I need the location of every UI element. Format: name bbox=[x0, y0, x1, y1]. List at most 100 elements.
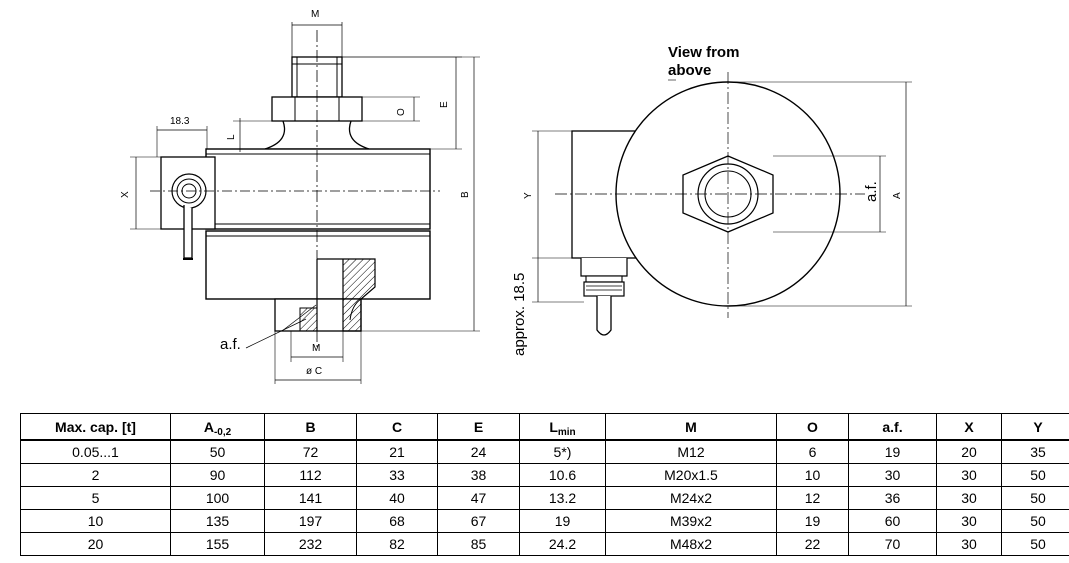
table-cell: 19 bbox=[519, 509, 606, 533]
dim-18-3-label: 18.3 bbox=[170, 116, 190, 127]
table-cell: 50 bbox=[1001, 486, 1069, 510]
table-cell: 60 bbox=[848, 509, 937, 533]
technical-drawing bbox=[130, 22, 912, 384]
dim-e-label: E bbox=[439, 101, 450, 108]
column-header: X bbox=[936, 413, 1002, 441]
dim-l-label: L bbox=[226, 134, 237, 140]
table-cell: M20x1.5 bbox=[605, 463, 777, 487]
view-title-line1: View from bbox=[668, 44, 740, 61]
dim-x-label: X bbox=[120, 191, 131, 198]
table-cell: 155 bbox=[170, 532, 265, 556]
table-cell: 36 bbox=[848, 486, 937, 510]
table-cell: 82 bbox=[356, 532, 438, 556]
column-header-label: L bbox=[549, 418, 558, 435]
column-header-label: A bbox=[203, 418, 214, 435]
table-cell: 12 bbox=[776, 486, 849, 510]
table-cell: 30 bbox=[936, 509, 1002, 533]
column-header-label: Y bbox=[1033, 418, 1043, 435]
table-cell: 33 bbox=[356, 463, 438, 487]
dim-m-top-label: M bbox=[311, 9, 320, 20]
table-cell: 232 bbox=[264, 532, 357, 556]
top-view bbox=[532, 72, 912, 336]
approx-18-5-label: approx. 18.5 bbox=[511, 272, 528, 356]
view-title-line2: above bbox=[668, 62, 712, 79]
dim-b-label: B bbox=[460, 191, 471, 198]
table-cell: M12 bbox=[605, 439, 777, 464]
table-cell: 24 bbox=[437, 439, 520, 464]
table-cell: 30 bbox=[848, 463, 937, 487]
column-header-label: a.f. bbox=[882, 418, 903, 435]
table-cell: 10 bbox=[776, 463, 849, 487]
column-header: C bbox=[356, 413, 438, 441]
column-header-subscript: -0,2 bbox=[213, 426, 232, 438]
af-label: a.f. bbox=[220, 336, 241, 353]
dim-a-label: A bbox=[892, 192, 903, 199]
table-cell: 68 bbox=[356, 509, 438, 533]
table-cell: 141 bbox=[264, 486, 357, 510]
table-cell: 19 bbox=[776, 509, 849, 533]
column-header: Lmin bbox=[519, 413, 606, 441]
table-cell: 30 bbox=[936, 486, 1002, 510]
table-cell: 5*) bbox=[519, 439, 606, 464]
table-cell: 85 bbox=[437, 532, 520, 556]
table-cell: 112 bbox=[264, 463, 357, 487]
column-header: E bbox=[437, 413, 520, 441]
column-header: A-0,2 bbox=[170, 413, 265, 441]
table-cell: M24x2 bbox=[605, 486, 777, 510]
table-cell: 22 bbox=[776, 532, 849, 556]
table-cell: 72 bbox=[264, 439, 357, 464]
column-header-subscript: min bbox=[557, 426, 576, 438]
table-cell: 5 bbox=[20, 486, 171, 510]
column-header-label: B bbox=[305, 418, 316, 435]
table-cell: 20 bbox=[20, 532, 171, 556]
column-header-label: E bbox=[473, 418, 484, 435]
table-cell: M48x2 bbox=[605, 532, 777, 556]
table-cell: 90 bbox=[170, 463, 265, 487]
table-cell: 50 bbox=[1001, 532, 1069, 556]
column-header: Y bbox=[1001, 413, 1069, 441]
table-cell: 30 bbox=[936, 463, 1002, 487]
dim-c-label: ø C bbox=[306, 366, 323, 377]
table-cell: 50 bbox=[1001, 463, 1069, 487]
upper-body bbox=[205, 148, 431, 230]
column-header-label: Max. cap. [t] bbox=[55, 418, 136, 435]
column-header: B bbox=[264, 413, 357, 441]
side-view bbox=[130, 22, 480, 384]
table-cell: 50 bbox=[1001, 509, 1069, 533]
column-header-label: X bbox=[964, 418, 974, 435]
table-cell: 20 bbox=[936, 439, 1002, 464]
table-cell: 24.2 bbox=[519, 532, 606, 556]
table-cell: 47 bbox=[437, 486, 520, 510]
column-header: Max. cap. [t] bbox=[20, 413, 171, 441]
hatched-section bbox=[317, 258, 376, 332]
table-cell: 30 bbox=[936, 532, 1002, 556]
column-header: O bbox=[776, 413, 849, 441]
column-header: M bbox=[605, 413, 777, 441]
table-cell: 100 bbox=[170, 486, 265, 510]
table-cell: 135 bbox=[170, 509, 265, 533]
table-cell: 67 bbox=[437, 509, 520, 533]
table-cell: 50 bbox=[170, 439, 265, 464]
dim-m-bottom-label: M bbox=[312, 343, 321, 354]
table-cell: 13.2 bbox=[519, 486, 606, 510]
table-cell: M39x2 bbox=[605, 509, 777, 533]
column-header-label: C bbox=[391, 418, 403, 435]
table-cell: 10.6 bbox=[519, 463, 606, 487]
table-cell: 35 bbox=[1001, 439, 1069, 464]
table-cell: 38 bbox=[437, 463, 520, 487]
table-cell: 2 bbox=[20, 463, 171, 487]
table-cell: 21 bbox=[356, 439, 438, 464]
table-cell: 40 bbox=[356, 486, 438, 510]
table-cell: 19 bbox=[848, 439, 937, 464]
table-cell: 10 bbox=[20, 509, 171, 533]
lower-body bbox=[205, 230, 431, 300]
table-cell: 0.05...1 bbox=[20, 439, 171, 464]
dim-af-top-label: a.f. bbox=[863, 181, 880, 202]
